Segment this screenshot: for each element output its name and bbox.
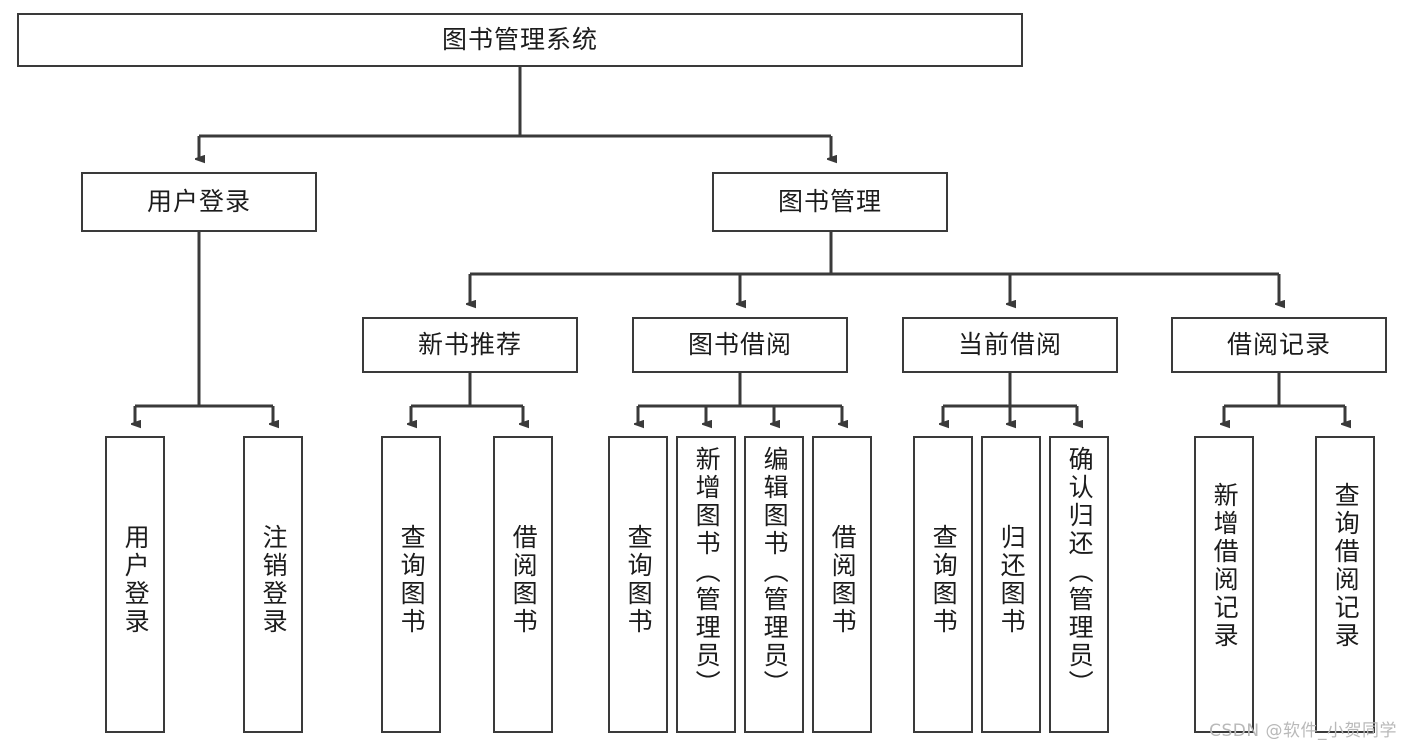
node-leaf-edit-book[interactable]: 编辑图书（管理员） xyxy=(744,436,804,733)
node-user-login[interactable]: 用户登录 xyxy=(81,172,317,232)
node-label: 用户登录 xyxy=(146,187,251,217)
node-root-system[interactable]: 图书管理系统 xyxy=(17,13,1023,67)
node-book-borrow[interactable]: 图书借阅 xyxy=(632,317,848,373)
node-leaf-borrow-book-recommend[interactable]: 借阅图书 xyxy=(493,436,553,733)
node-leaf-query-book-borrow[interactable]: 查询图书 xyxy=(608,436,668,733)
node-label: 查询图书 xyxy=(624,524,654,636)
node-label: 查询图书 xyxy=(397,524,427,636)
node-leaf-query-borrow-record[interactable]: 查询借阅记录 xyxy=(1315,436,1375,733)
node-leaf-add-borrow-record[interactable]: 新增借阅记录 xyxy=(1194,436,1254,733)
node-label: 图书借阅 xyxy=(687,330,792,360)
node-label: 新增图书（管理员） xyxy=(692,446,722,698)
node-new-book-recommend[interactable]: 新书推荐 xyxy=(362,317,578,373)
node-leaf-return-book[interactable]: 归还图书 xyxy=(981,436,1041,733)
watermark-text: CSDN @软件_小贺同学 xyxy=(1209,721,1397,741)
node-label: 图书管理系统 xyxy=(441,25,598,55)
node-leaf-logout-login[interactable]: 注销登录 xyxy=(243,436,303,733)
node-label: 查询图书 xyxy=(929,524,959,636)
node-current-borrow[interactable]: 当前借阅 xyxy=(902,317,1118,373)
node-label: 新书推荐 xyxy=(417,330,522,360)
node-book-management[interactable]: 图书管理 xyxy=(712,172,948,232)
node-leaf-user-login[interactable]: 用户登录 xyxy=(105,436,165,733)
node-label: 图书管理 xyxy=(777,187,882,217)
node-label: 归还图书 xyxy=(997,524,1027,636)
node-leaf-confirm-return[interactable]: 确认归还（管理员） xyxy=(1049,436,1109,733)
node-label: 借阅记录 xyxy=(1226,330,1331,360)
node-label: 注销登录 xyxy=(259,524,289,636)
node-leaf-query-book-current[interactable]: 查询图书 xyxy=(913,436,973,733)
node-label: 当前借阅 xyxy=(957,330,1062,360)
node-leaf-add-book[interactable]: 新增图书（管理员） xyxy=(676,436,736,733)
node-label: 借阅图书 xyxy=(828,524,858,636)
node-leaf-query-book-recommend[interactable]: 查询图书 xyxy=(381,436,441,733)
node-borrow-record[interactable]: 借阅记录 xyxy=(1171,317,1387,373)
node-label: 借阅图书 xyxy=(509,524,539,636)
node-label: 编辑图书（管理员） xyxy=(760,446,790,698)
node-label: 查询借阅记录 xyxy=(1331,482,1361,650)
node-label: 确认归还（管理员） xyxy=(1065,446,1095,698)
node-label: 用户登录 xyxy=(121,524,151,636)
node-label: 新增借阅记录 xyxy=(1210,482,1240,650)
node-leaf-borrow-book[interactable]: 借阅图书 xyxy=(812,436,872,733)
